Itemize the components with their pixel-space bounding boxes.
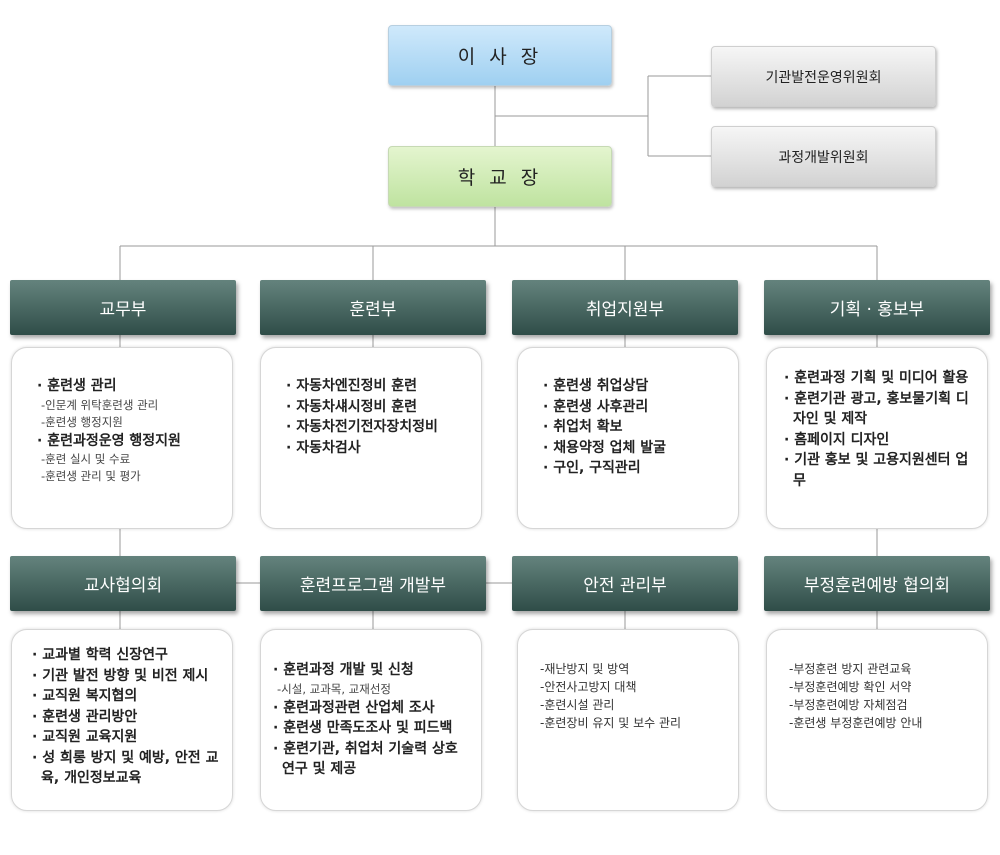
section-teachers-title: 교사협의회	[83, 576, 163, 596]
duty-item: 훈련과정 기획 및 미디어 활용	[784, 368, 977, 389]
duty-item: 교직원 복지협의	[32, 686, 220, 707]
committee-course-box: 과정개발위원회	[711, 126, 936, 187]
chairman-box: 이 사 장	[388, 25, 612, 86]
duty-item: 훈련기관, 취업처 기술력 상호 연구 및 제공	[273, 739, 473, 780]
section-program-header: 훈련프로그램 개발부	[260, 556, 486, 611]
duty-item: 교직원 교육지원	[32, 727, 220, 748]
duty-item: 훈련생 취업상담	[543, 376, 728, 397]
duty-item: 부정훈련예방 자체점검	[789, 696, 979, 714]
dept-training-panel: 자동차엔진정비 훈련 자동차섀시정비 훈련 자동차전기전자장치정비 자동차검사	[260, 347, 482, 529]
section-teachers-header: 교사협의회	[10, 556, 236, 611]
duty-item: 자동차검사	[286, 438, 473, 459]
committee-development-label: 기관발전운영위원회	[765, 69, 882, 86]
duty-item: 훈련생 관리	[37, 376, 222, 397]
section-safety-header: 안전 관리부	[512, 556, 738, 611]
duty-item: 자동차엔진정비 훈련	[286, 376, 473, 397]
duty-item: 채용약정 업체 발굴	[543, 438, 728, 459]
duty-subitem: 훈련생 관리 및 평가	[37, 468, 222, 485]
duty-item: 훈련생 부정훈련예방 안내	[789, 714, 979, 732]
duty-item: 부정훈련예방 확인 서약	[789, 678, 979, 696]
section-fraud-header: 부정훈련예방 협의회	[764, 556, 990, 611]
dept-planning-header: 기획 · 홍보부	[764, 280, 990, 335]
dept-training-header: 훈련부	[260, 280, 486, 335]
dept-planning-panel: 훈련과정 기획 및 미디어 활용 훈련기관 광고, 홍보물기획 디자인 및 제작…	[766, 347, 988, 529]
duty-item: 기관 홍보 및 고용지원센터 업무	[784, 450, 977, 491]
dept-employment-panel: 훈련생 취업상담 훈련생 사후관리 취업처 확보 채용약정 업체 발굴 구인, …	[517, 347, 739, 529]
section-teachers-panel: 교과별 학력 신장연구 기관 발전 방향 및 비전 제시 교직원 복지협의 훈련…	[11, 629, 233, 811]
duty-item: 훈련기관 광고, 홍보물기획 디자인 및 제작	[784, 389, 977, 430]
principal-box: 학 교 장	[388, 146, 612, 207]
duty-item: 부정훈련 방지 관련교육	[789, 660, 979, 678]
duty-item: 자동차전기전자장치정비	[286, 417, 473, 438]
duty-item: 홈페이지 디자인	[784, 430, 977, 451]
section-program-panel: 훈련과정 개발 및 신청 시설, 교과목, 교재선정 훈련과정관련 산업체 조사…	[260, 629, 482, 811]
duty-item: 훈련과정운영 행정지원	[37, 431, 222, 452]
duty-item: 훈련과정관련 산업체 조사	[273, 698, 473, 719]
duty-subitem: 훈련생 행정지원	[37, 414, 222, 431]
section-safety-title: 안전 관리부	[583, 576, 667, 596]
duty-item: 자동차섀시정비 훈련	[286, 397, 473, 418]
dept-academic-title: 교무부	[99, 300, 147, 320]
dept-employment-header: 취업지원부	[512, 280, 738, 335]
duty-item: 구인, 구직관리	[543, 458, 728, 479]
duty-item: 훈련과정 개발 및 신청	[273, 660, 473, 681]
duty-subitem: 시설, 교과목, 교재선정	[273, 681, 473, 698]
duty-item: 기관 발전 방향 및 비전 제시	[32, 666, 220, 687]
chairman-label: 이 사 장	[457, 46, 543, 68]
section-fraud-panel: 부정훈련 방지 관련교육 부정훈련예방 확인 서약 부정훈련예방 자체점검 훈련…	[766, 629, 988, 811]
duty-item: 취업처 확보	[543, 417, 728, 438]
duty-item: 훈련생 사후관리	[543, 397, 728, 418]
duty-subitem: 인문계 위탁훈련생 관리	[37, 397, 222, 414]
section-program-title: 훈련프로그램 개발부	[299, 576, 447, 596]
duty-item: 교과별 학력 신장연구	[32, 645, 220, 666]
dept-planning-title: 기획 · 홍보부	[829, 300, 925, 320]
duty-item: 재난방지 및 방역	[540, 660, 730, 678]
dept-academic-panel: 훈련생 관리 인문계 위탁훈련생 관리 훈련생 행정지원 훈련과정운영 행정지원…	[11, 347, 233, 529]
duty-item: 훈련장비 유지 및 보수 관리	[540, 714, 730, 732]
section-fraud-title: 부정훈련예방 협의회	[803, 576, 951, 596]
committee-course-label: 과정개발위원회	[778, 149, 869, 166]
dept-academic-header: 교무부	[10, 280, 236, 335]
duty-subitem: 훈련 실시 및 수료	[37, 451, 222, 468]
committee-development-box: 기관발전운영위원회	[711, 46, 936, 107]
dept-training-title: 훈련부	[349, 300, 397, 320]
duty-item: 성 희롱 방지 및 예방, 안전 교육, 개인정보교육	[32, 748, 220, 789]
section-safety-panel: 재난방지 및 방역 안전사고방지 대책 훈련시설 관리 훈련장비 유지 및 보수…	[517, 629, 739, 811]
duty-item: 안전사고방지 대책	[540, 678, 730, 696]
duty-item: 훈련생 만족도조사 및 피드백	[273, 718, 473, 739]
principal-label: 학 교 장	[457, 167, 543, 189]
dept-employment-title: 취업지원부	[585, 300, 665, 320]
duty-item: 훈련생 관리방안	[32, 707, 220, 728]
duty-item: 훈련시설 관리	[540, 696, 730, 714]
